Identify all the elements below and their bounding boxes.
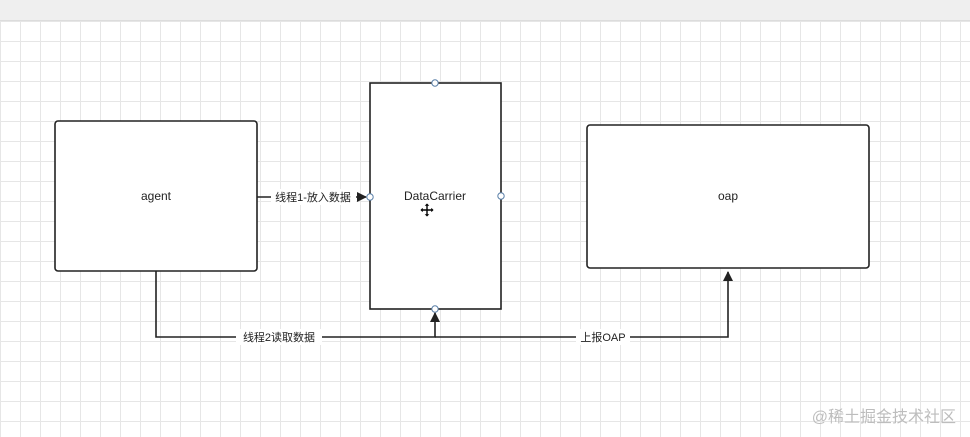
move-cursor-icon: [419, 202, 435, 218]
agent-node[interactable]: agent: [54, 120, 258, 272]
edge-read-label: 线程2读取数据: [243, 330, 315, 344]
edge-report-label: 上报OAP: [580, 330, 625, 344]
edge-read-data[interactable]: 线程2读取数据: [155, 271, 440, 345]
edge-put-data[interactable]: 线程1-放入数据: [257, 189, 367, 205]
window-top-bar: [0, 0, 970, 21]
oap-label: oap: [718, 189, 738, 203]
edge-report-oap[interactable]: 上报OAP: [435, 271, 733, 345]
datacarrier-node[interactable]: DataCarrier: [369, 79, 505, 313]
oap-node[interactable]: oap: [586, 124, 870, 269]
datacarrier-label: DataCarrier: [404, 189, 466, 203]
resize-handle-right[interactable]: [497, 192, 505, 200]
watermark: @稀土掘金技术社区: [811, 409, 956, 426]
edge-put-label: 线程1-放入数据: [275, 190, 351, 204]
resize-handle-top[interactable]: [431, 79, 439, 87]
resize-handle-left[interactable]: [366, 193, 374, 201]
resize-handle-bottom[interactable]: [431, 305, 439, 313]
agent-label: agent: [141, 189, 172, 203]
